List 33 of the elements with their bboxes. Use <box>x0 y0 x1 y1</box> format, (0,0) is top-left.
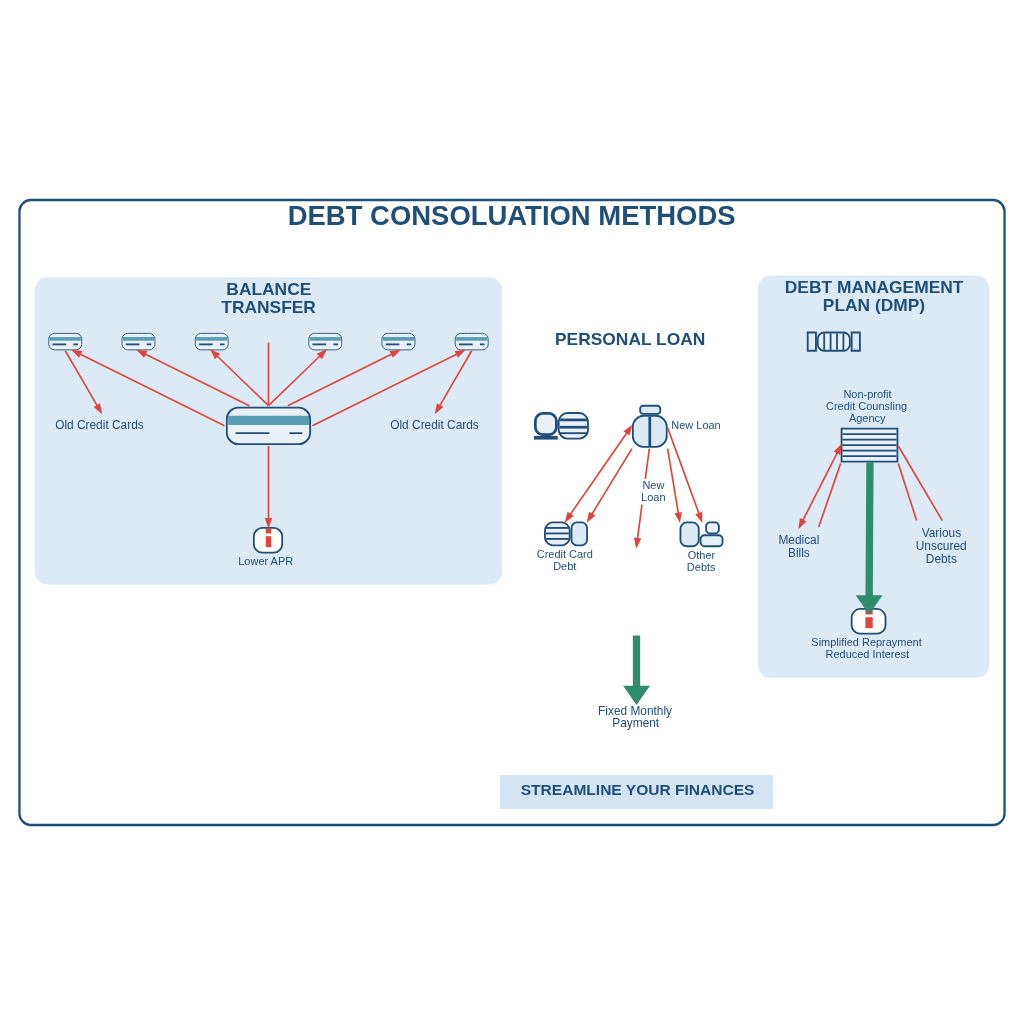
arrow <box>434 349 473 414</box>
node-label: Non-profit Credit Counsling Agency <box>826 387 908 424</box>
node-text: Various Unscured Debts <box>915 525 967 566</box>
node-label: Other Debts <box>686 548 716 573</box>
arrow <box>666 426 703 523</box>
arrow <box>264 444 273 529</box>
node-text: Medical Bills <box>778 532 820 560</box>
node-label: Lower APR <box>238 554 294 567</box>
arrow <box>666 447 682 523</box>
node-box: STREAMLINE YOUR FINANCES <box>500 774 773 809</box>
arrow <box>71 349 226 427</box>
connector <box>897 444 944 521</box>
edge-label: New Loan <box>641 478 666 503</box>
connector <box>817 462 842 528</box>
node-label: Credit Card Debt <box>536 547 593 572</box>
node-text: Old Credit Cards <box>55 417 144 432</box>
arrow <box>564 424 633 523</box>
connector <box>267 341 270 407</box>
arrow <box>798 443 842 529</box>
node-text: Fixed Monthly Payment <box>598 703 673 730</box>
node-label: Reduced Interest <box>825 647 910 660</box>
node-text: Old Credit Cards <box>390 417 479 432</box>
arrow <box>64 349 103 414</box>
arrow <box>209 348 270 407</box>
arrow <box>311 349 466 427</box>
node-label: Simplified Reprayment <box>811 635 922 648</box>
connector <box>897 462 918 521</box>
arrow <box>267 348 328 407</box>
label: PERSONAL LOAN <box>555 328 706 349</box>
arrow <box>136 349 251 407</box>
arrow <box>586 447 633 523</box>
arrow <box>286 349 401 407</box>
node-label: New Loan <box>671 418 721 431</box>
